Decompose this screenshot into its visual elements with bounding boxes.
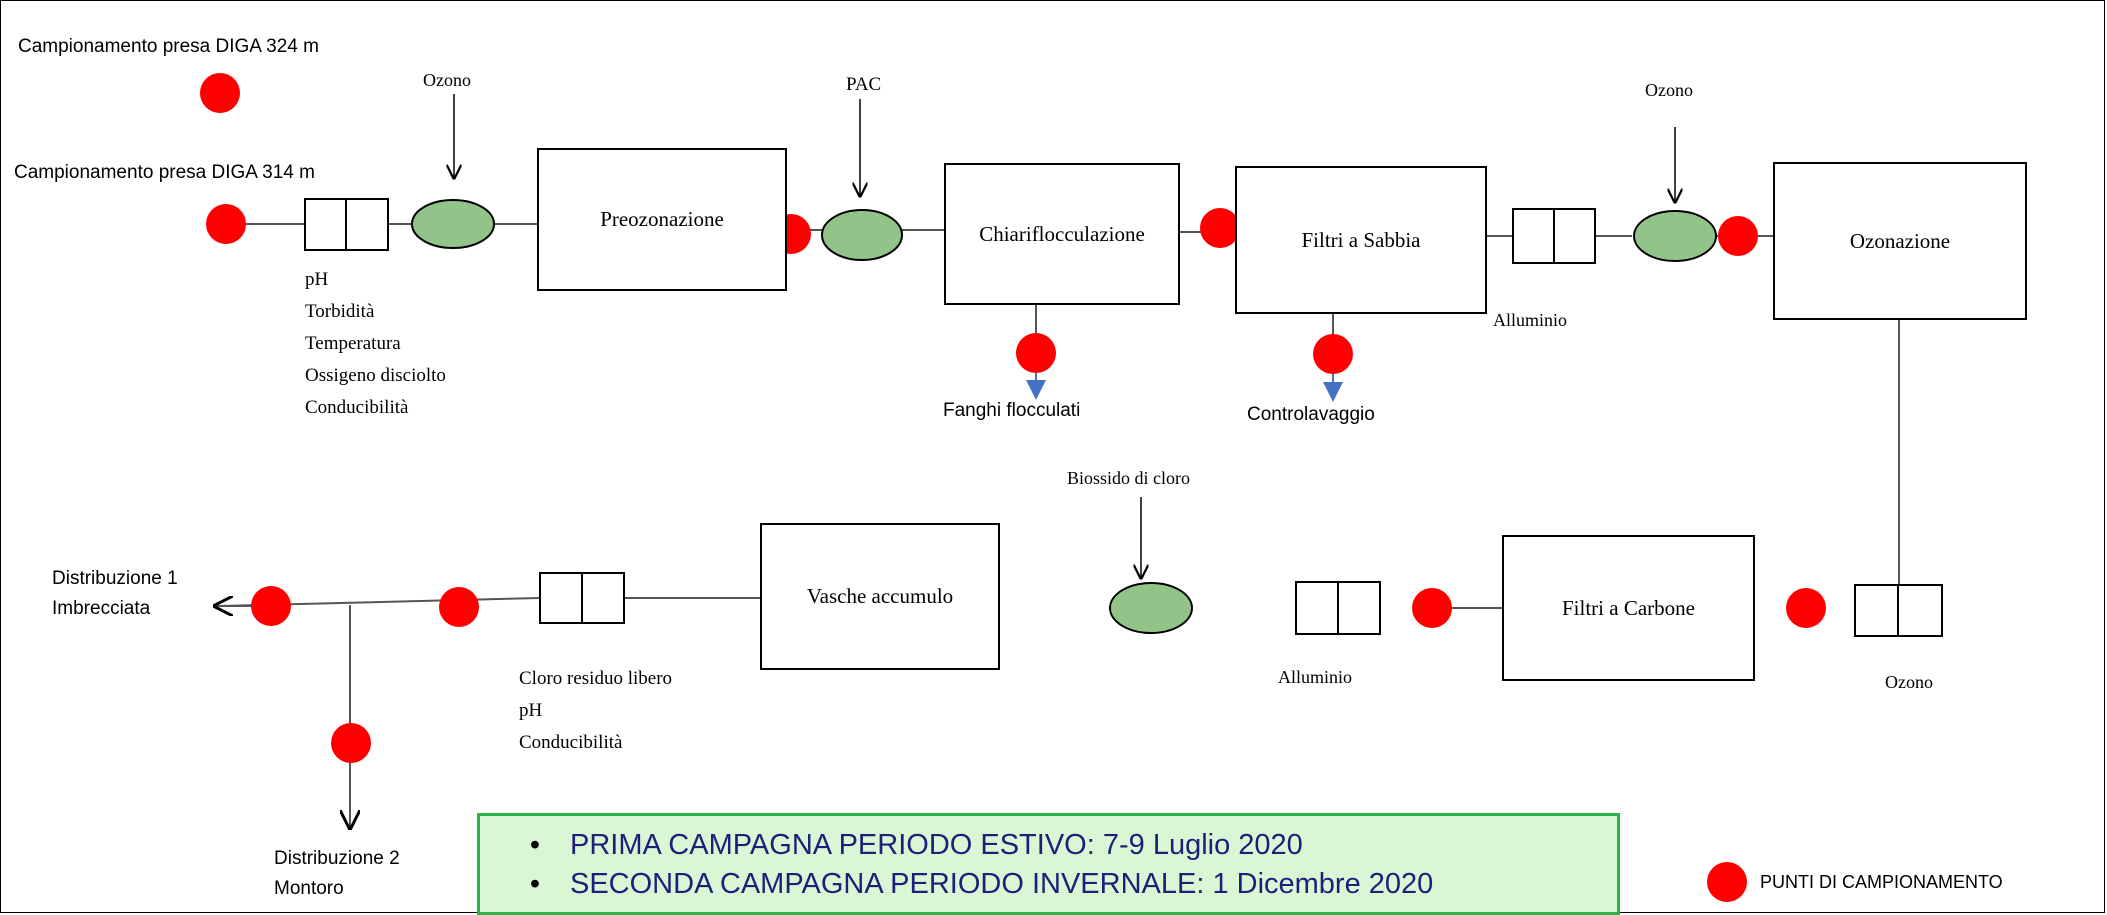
sampling-point bbox=[439, 587, 479, 627]
label-distribuzione-1: Distribuzione 1 Imbrecciata bbox=[52, 564, 178, 624]
box-filtri-carbone: Filtri a Carbone bbox=[1502, 535, 1755, 681]
box-label: Ozonazione bbox=[1849, 228, 1951, 253]
param-item: Conducibilità bbox=[305, 397, 409, 418]
box-chiariflocculazione: Chiariflocculazione bbox=[944, 163, 1180, 305]
sampling-point bbox=[206, 204, 246, 244]
box-label: Filtri a Sabbia bbox=[1301, 227, 1421, 252]
sampling-point bbox=[200, 73, 240, 113]
param-item: Cloro residuo libero bbox=[519, 668, 673, 689]
label-ozono-2: Ozono bbox=[1645, 80, 1693, 100]
campaign-item: • SECONDA CAMPAGNA PERIODO INVERNALE: 1 D… bbox=[480, 865, 1617, 904]
box-ozonazione: Ozonazione bbox=[1773, 162, 2027, 320]
label-biossido: Biossido di cloro bbox=[1067, 468, 1191, 488]
label-ozono-3: Ozono bbox=[1885, 672, 1933, 692]
param-item: Ossigeno disciolto bbox=[305, 365, 446, 386]
box-vasche-accumulo: Vasche accumulo bbox=[760, 523, 1000, 670]
sampling-point bbox=[1786, 588, 1826, 628]
sampling-point bbox=[331, 723, 371, 763]
bullet: • bbox=[529, 868, 540, 900]
campaign-item: • PRIMA CAMPAGNA PERIODO ESTIVO: 7-9 Lugl… bbox=[480, 826, 1617, 865]
box-label: Filtri a Carbone bbox=[1562, 595, 1695, 620]
params-intake: pH Torbidità Temperatura Ossigeno discio… bbox=[305, 264, 446, 424]
label-alluminio-2: Alluminio bbox=[1278, 667, 1353, 687]
ozone-nodes bbox=[411, 199, 1717, 634]
param-item: Temperatura bbox=[305, 333, 401, 354]
outflow-lines bbox=[1026, 305, 1343, 402]
sampling-point bbox=[1718, 216, 1758, 256]
sampling-point bbox=[251, 586, 291, 626]
label-diga-324: Campionamento presa DIGA 324 m bbox=[18, 36, 319, 57]
label-alluminio-1: Alluminio bbox=[1493, 310, 1568, 330]
sampling-points bbox=[200, 73, 1826, 902]
box-label: Chiariflocculazione bbox=[979, 221, 1145, 246]
sampling-point bbox=[1313, 334, 1353, 374]
box-label: Vasche accumulo bbox=[806, 584, 954, 608]
sampling-point bbox=[1200, 208, 1240, 248]
campaign-note: • PRIMA CAMPAGNA PERIODO ESTIVO: 7-9 Lugl… bbox=[477, 813, 1620, 915]
dist-line: Distribuzione 2 bbox=[274, 848, 400, 869]
dist-line: Distribuzione 1 bbox=[52, 568, 178, 589]
bullet: • bbox=[529, 829, 540, 861]
campaign-text: SECONDA CAMPAGNA PERIODO INVERNALE: 1 Di… bbox=[570, 868, 1434, 900]
contactor-units bbox=[304, 198, 1943, 637]
param-item: Torbidità bbox=[305, 301, 375, 322]
legend-point bbox=[1707, 862, 1747, 902]
sampling-point bbox=[1016, 333, 1056, 373]
legend-label: PUNTI DI CAMPIONAMENTO bbox=[1760, 872, 2003, 892]
dist-line: Imbrecciata bbox=[52, 598, 151, 619]
reagent-arrows bbox=[454, 94, 1675, 578]
campaign-text: PRIMA CAMPAGNA PERIODO ESTIVO: 7-9 Lugli… bbox=[570, 829, 1303, 861]
param-item: pH bbox=[305, 269, 329, 290]
sampling-point bbox=[1412, 588, 1452, 628]
label-ozono-1: Ozono bbox=[423, 70, 471, 90]
param-item: Conducibilità bbox=[519, 732, 623, 753]
label-distribuzione-2: Distribuzione 2 Montoro bbox=[274, 844, 400, 904]
dist-line: Montoro bbox=[274, 878, 344, 899]
label-pac: PAC bbox=[846, 74, 882, 95]
box-preozonazione: Preozonazione bbox=[537, 148, 787, 291]
label-diga-314: Campionamento presa DIGA 314 m bbox=[14, 162, 315, 183]
label-fanghi: Fanghi flocculati bbox=[943, 400, 1081, 421]
param-item: pH bbox=[519, 700, 543, 721]
label-controlavaggio: Controlavaggio bbox=[1247, 404, 1375, 425]
box-filtri-sabbia: Filtri a Sabbia bbox=[1235, 166, 1487, 314]
params-output: Cloro residuo libero pH Conducibilità bbox=[519, 663, 672, 759]
box-label: Preozonazione bbox=[600, 207, 724, 231]
